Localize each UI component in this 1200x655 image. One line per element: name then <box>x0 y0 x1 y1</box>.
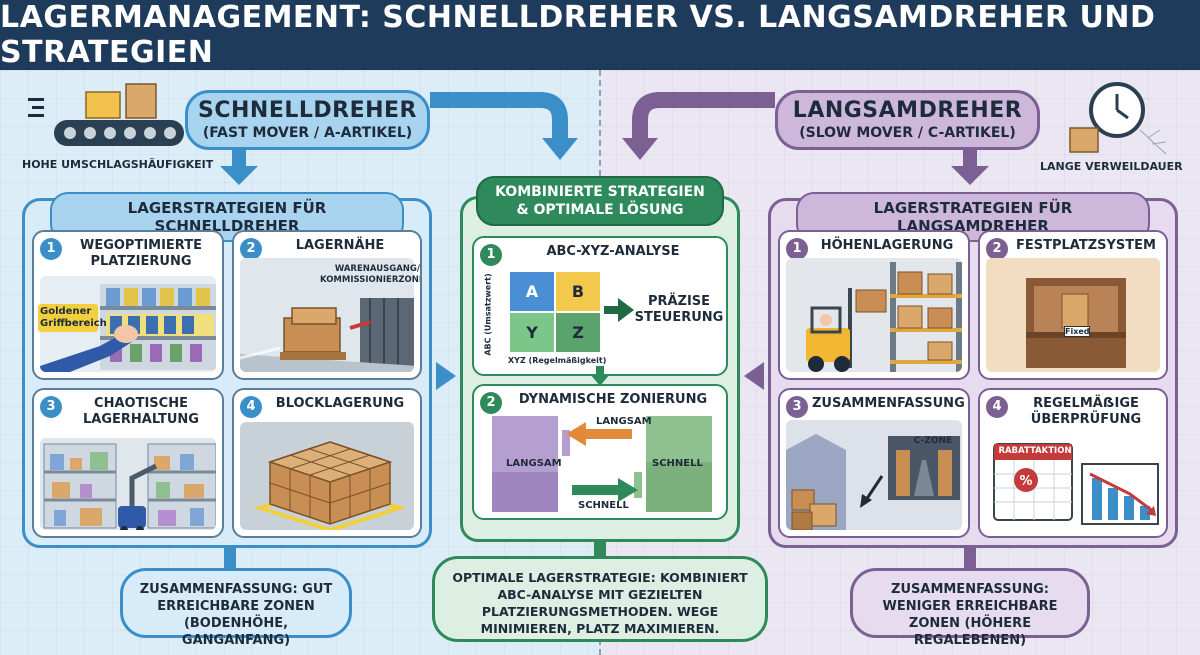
arrow-right-icon <box>604 298 634 322</box>
card-title: FESTPLATZSYSTEM <box>1016 238 1156 253</box>
zone-label-slow-top: LANGSAM <box>596 416 652 427</box>
arrow-left-icon <box>744 362 764 390</box>
zone-label-slow-left: LANGSAM <box>506 458 562 469</box>
slow-card-4: 4 REGELMÄẞIGE ÜBERPRÜFUNG % RABATTAKTION <box>978 388 1168 538</box>
clock-box-icon <box>1069 82 1167 155</box>
slow-mover-header: LANGSAMDREHER (SLOW MOVER / C-ARTIKEL) <box>775 90 1040 150</box>
fixed-label: Fixed <box>1064 326 1090 337</box>
shelf-illustration <box>40 276 216 372</box>
fast-mover-caption: HOHE UMSCHLAGSHÄUFIGKEIT <box>22 158 214 171</box>
card-title: ZUSAMMENFASSUNG <box>812 396 965 411</box>
slow-card-1: 1 HÖHENLAGERUNG <box>778 230 970 380</box>
abc-xyz-card: 1 ABC-XYZ-ANALYSE ABC (Umsatzwert) A B Y… <box>472 236 728 376</box>
conveyor-icon <box>28 83 184 146</box>
combined-title: KOMBINIERTE STRATEGIEN & OPTIMALE LÖSUNG <box>476 176 724 226</box>
block-storage-illustration <box>240 422 414 530</box>
xyz-axis-label: XYZ (Regelmäßigkeit) <box>508 356 607 365</box>
fast-card-2: 2 LAGERNÄHE WARENAUSGANG/ KOMMISSIONIERZ… <box>232 230 422 380</box>
card-number: 3 <box>40 396 62 418</box>
card-title: WEGOPTIMIERTE PLATZIERUNG <box>79 238 202 269</box>
card-number: 1 <box>786 238 808 260</box>
slow-mover-caption: LANGE VERWEILDAUER <box>1040 160 1183 173</box>
combined-summary: OPTIMALE LAGERSTRATEGIE: KOMBINIERT ABC-… <box>432 556 768 642</box>
c-zone-illustration <box>786 420 962 530</box>
card-title: LAGERNÄHE <box>295 238 385 253</box>
precise-control-label: PRÄZISE STEUERUNG <box>634 294 724 325</box>
svg-text:%: % <box>1019 474 1032 489</box>
card-title: BLOCKLAGERUNG <box>275 396 405 411</box>
forklift-illustration <box>786 258 962 372</box>
dock-label: WARENAUSGANG/ KOMMISSIONIERZONE <box>320 264 422 285</box>
card-number: 4 <box>986 396 1008 418</box>
card-title: ABC-XYZ-ANALYSE <box>546 244 680 259</box>
arrow-down-icon <box>590 366 610 386</box>
card-number: 2 <box>240 238 262 260</box>
fast-card-1: 1 WEGOPTIMIERTE PLATZIERUNG Goldener Gri… <box>32 230 224 380</box>
zoning-card: 2 DYNAMISCHE ZONIERUNG LANGSAM LANGSAM S… <box>472 384 728 520</box>
fast-mover-subtitle: (FAST MOVER / A-ARTIKEL) <box>202 125 413 141</box>
cell-z: Z <box>556 313 600 352</box>
card-number: 1 <box>40 238 62 260</box>
page-title: LAGERMANAGEMENT: SCHNELLDREHER VS. LANGS… <box>0 0 1200 70</box>
chaotic-shelf-illustration <box>40 438 216 530</box>
card-number: 1 <box>480 244 502 266</box>
card-number: 4 <box>240 396 262 418</box>
abc-axis-label: ABC (Umsatzwert) <box>483 273 493 356</box>
dock-illustration <box>240 258 414 372</box>
fast-card-3: 3 CHAOTISCHE LAGERHALTUNG <box>32 388 224 538</box>
review-illustration: % <box>986 434 1160 530</box>
card-number: 2 <box>986 238 1008 260</box>
flow-arrows <box>220 92 989 185</box>
slow-mover-title: LANGSAMDREHER <box>792 98 1023 123</box>
card-number: 3 <box>786 396 808 418</box>
slow-summary: ZUSAMMENFASSUNG: WENIGER ERREICHBARE ZON… <box>850 568 1090 648</box>
card-title: REGELMÄẞIGE ÜBERPRÜFUNG <box>1030 396 1142 427</box>
fast-summary: ZUSAMMENFASSUNG: GUT ERREICHBARE ZONEN (… <box>120 568 352 648</box>
card-title: HÖHENLAGERUNG <box>820 238 954 253</box>
connector <box>964 548 976 570</box>
cell-a: A <box>510 272 554 311</box>
slow-card-2: 2 FESTPLATZSYSTEM Fixed <box>978 230 1168 380</box>
abc-xyz-matrix: A B Y Z <box>510 272 600 352</box>
cell-b: B <box>556 272 600 311</box>
fast-card-4: 4 BLOCKLAGERUNG <box>232 388 422 538</box>
card-number: 2 <box>480 392 502 414</box>
fast-mover-title: SCHNELLDREHER <box>198 98 417 123</box>
arrow-right-icon <box>436 362 456 390</box>
fixed-slot-illustration <box>986 258 1160 372</box>
slow-card-3: 3 ZUSAMMENFASSUNG C-ZONE <box>778 388 970 538</box>
slow-mover-subtitle: (SLOW MOVER / C-ARTIKEL) <box>799 125 1016 141</box>
zone-label-fast-bottom: SCHNELL <box>578 500 629 511</box>
cell-y: Y <box>510 313 554 352</box>
connector <box>594 542 606 558</box>
card-title: CHAOTISCHE LAGERHALTUNG <box>83 396 199 427</box>
zoning-illustration <box>492 416 712 512</box>
golden-zone-label: Goldener Griffbereich <box>38 304 107 332</box>
zone-label-fast-right: SCHNELL <box>652 458 703 469</box>
c-zone-label: C-ZONE <box>913 436 953 446</box>
discount-label: RABATTAKTION <box>998 446 1072 456</box>
fast-mover-header: SCHNELLDREHER (FAST MOVER / A-ARTIKEL) <box>185 90 430 150</box>
connector <box>224 548 236 570</box>
card-title: DYNAMISCHE ZONIERUNG <box>518 392 708 407</box>
